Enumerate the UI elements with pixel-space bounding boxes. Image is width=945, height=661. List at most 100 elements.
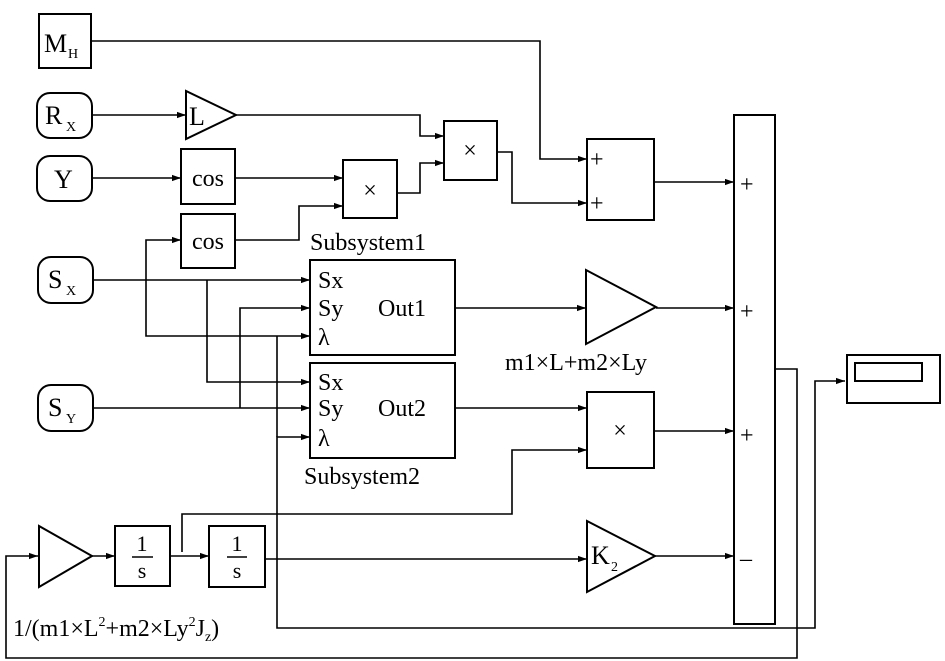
product1-box	[342, 159, 398, 219]
input-mh-subscript: H	[68, 47, 78, 62]
subsystem2-port-lambda: λ	[318, 426, 330, 452]
product1-symbol: ×	[363, 178, 377, 204]
wire-sy-to-sub1	[239, 304, 310, 408]
gain-mid-triangle	[585, 268, 659, 346]
sum-main-plus3: +	[740, 423, 754, 449]
input-y-box	[36, 155, 93, 202]
subsystem1-block[interactable]: Sx Sy λ Out1	[309, 259, 456, 356]
wire-sx-to-sub1-lambda	[145, 280, 310, 340]
gain-inertia-label-part2: +m2×Ly	[106, 616, 189, 642]
input-rx-subscript: X	[66, 120, 76, 135]
cos2-block[interactable]: cos	[180, 213, 236, 269]
subsystem2-block[interactable]: Sx Sy λ Out2	[309, 362, 456, 459]
sum-main-box	[733, 114, 776, 625]
gain-inertia-label-exp2: 2	[189, 615, 196, 630]
gain-l-label: L	[189, 102, 205, 131]
wire-cos2-to-product1	[235, 202, 343, 241]
input-y-label: Y	[54, 165, 73, 194]
input-rx-label: R	[45, 101, 63, 130]
gain-inertia-block[interactable]	[38, 524, 95, 589]
subsystem1-port-out: Out1	[378, 296, 426, 322]
subsystem2-title: Subsystem2	[304, 464, 420, 490]
gain-k2-triangle	[586, 519, 658, 594]
sum-top-box	[586, 138, 655, 221]
gain-l-block[interactable]: L	[185, 89, 239, 141]
input-sy[interactable]: S Y	[37, 384, 94, 432]
input-rx-box	[36, 92, 93, 139]
product2-block[interactable]: ×	[443, 120, 498, 181]
product3-symbol: ×	[613, 418, 627, 444]
subsystem1-port-sy: Sy	[318, 296, 343, 322]
input-sx-box	[37, 256, 94, 304]
input-mh-box	[38, 13, 92, 69]
wire-to-scope	[276, 377, 845, 629]
wire-gain-to-product2	[236, 114, 444, 140]
product1-block[interactable]: ×	[342, 159, 398, 219]
input-sx-label: S	[48, 265, 62, 294]
integrator2-block[interactable]: 1 s	[208, 525, 266, 588]
gain-mid-label: m1×L+m2×Ly	[505, 350, 647, 376]
gain-l-triangle	[185, 89, 239, 141]
integrator1-numerator: 1	[137, 531, 148, 556]
sum-main-plus1: +	[740, 172, 754, 198]
wire-feedback-loop	[5, 368, 798, 659]
input-sy-box	[37, 384, 94, 432]
sum-top-plus1: +	[590, 147, 604, 173]
input-y[interactable]: Y	[36, 155, 93, 202]
sum-main-block[interactable]: + + + –	[733, 114, 776, 625]
sum-top-plus2: +	[590, 191, 604, 217]
gain-k2-subscript: 2	[611, 560, 618, 575]
input-rx[interactable]: R X	[36, 92, 93, 139]
integrator1-denominator: s	[138, 558, 147, 583]
subsystem1-port-sx: Sx	[318, 268, 343, 294]
cos1-label: cos	[192, 166, 224, 192]
gain-inertia-label-part1: 1/(m1×L	[13, 616, 99, 642]
gain-inertia-label-part3: J	[196, 616, 205, 642]
integrator1-box	[114, 525, 171, 587]
subsystem1-box	[309, 259, 456, 356]
wire-mh-to-sum	[91, 40, 587, 163]
wire-product1-to-product2	[397, 159, 444, 194]
gain-inertia-label-close: )	[211, 616, 219, 642]
signal-wires	[5, 40, 845, 659]
sum-main-minus: –	[739, 546, 753, 572]
wire-sx-to-sub2	[206, 280, 310, 386]
integrator1-block[interactable]: 1 s	[114, 525, 171, 587]
product2-symbol: ×	[463, 138, 477, 164]
gain-mid-block[interactable]	[585, 268, 659, 346]
gain-k2-label: K	[591, 541, 610, 570]
product3-block[interactable]: ×	[586, 391, 655, 469]
input-sx-subscript: X	[66, 284, 76, 299]
product3-box	[586, 391, 655, 469]
cos1-box	[180, 148, 236, 205]
sum-main-plus2: +	[740, 299, 754, 325]
integrator2-denominator: s	[233, 558, 242, 583]
input-sx[interactable]: S X	[37, 256, 94, 304]
input-mh-label: M	[44, 29, 67, 58]
input-sy-label: S	[48, 393, 62, 422]
gain-inertia-label-exp1: 2	[99, 615, 106, 630]
wire-x-to-sub2-lambda	[276, 433, 310, 559]
gain-k2-block[interactable]: K 2	[586, 519, 658, 594]
product2-box	[443, 120, 498, 181]
input-mh[interactable]: M H	[38, 13, 92, 69]
gain-inertia-label: 1/(m1×L2+m2×Ly2Jz)	[13, 615, 219, 645]
subsystem2-port-sy: Sy	[318, 396, 343, 422]
wire-int1-to-product3	[181, 446, 587, 552]
gain-inertia-label-sub: z	[205, 630, 211, 645]
scope-block[interactable]	[846, 354, 941, 404]
sum-top-block[interactable]: + +	[586, 138, 655, 221]
cos1-block[interactable]: cos	[180, 148, 236, 205]
cos2-box	[180, 213, 236, 269]
input-sy-subscript: Y	[66, 412, 76, 427]
wire-sx-to-cos2	[145, 236, 181, 280]
wire-product2-to-sum	[497, 151, 587, 207]
subsystem1-title: Subsystem1	[310, 230, 426, 256]
cos2-label: cos	[192, 229, 224, 255]
subsystem2-box	[309, 362, 456, 459]
subsystem2-port-sx: Sx	[318, 370, 343, 396]
integrator2-numerator: 1	[232, 531, 243, 556]
gain-inertia-triangle	[38, 524, 95, 589]
subsystem2-port-out: Out2	[378, 396, 426, 422]
